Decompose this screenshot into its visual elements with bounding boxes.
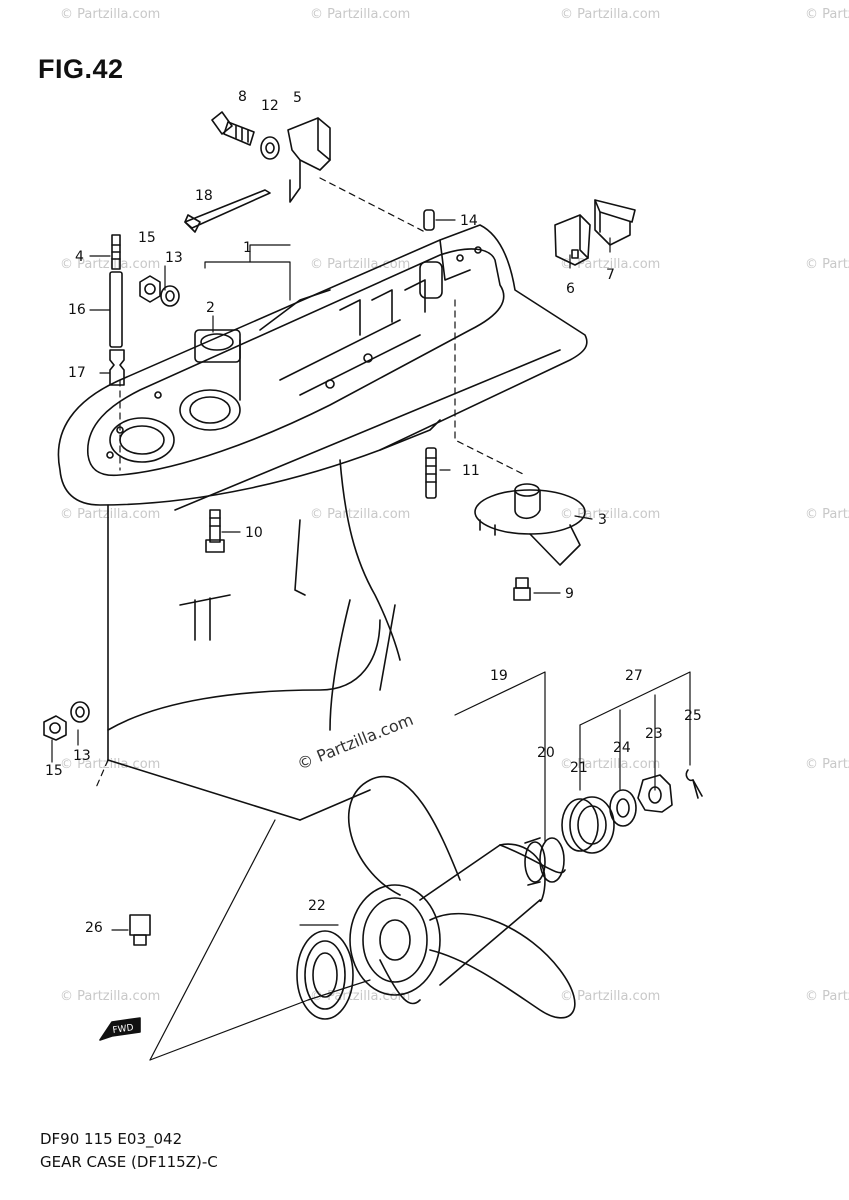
part-22-thrust-washer[interactable] <box>296 930 354 1020</box>
part-8-bolt[interactable] <box>211 111 255 146</box>
part-19-propeller[interactable] <box>347 775 576 1019</box>
callout-label[interactable]: 24 <box>613 740 631 756</box>
callout-label[interactable]: 19 <box>490 668 508 684</box>
part-24-washer[interactable] <box>609 789 637 827</box>
part-18-strip[interactable] <box>184 189 271 233</box>
callout-label[interactable]: 9 <box>565 586 574 602</box>
callout-label[interactable]: 22 <box>308 898 326 914</box>
callout-label[interactable]: 15 <box>45 763 63 779</box>
gear-case-housing <box>57 224 588 821</box>
part-16-water-tube[interactable] <box>109 271 123 348</box>
part-9-bolt[interactable] <box>513 577 531 601</box>
callout-label[interactable]: 4 <box>75 249 84 265</box>
part-13-drain-gasket[interactable] <box>70 701 90 723</box>
watermark-text: © Partzilla.com <box>805 507 849 522</box>
callout-layer: 8 12 5 18 14 15 13 4 1 2 16 17 6 7 11 3 … <box>45 89 702 1036</box>
figure-code: DF90 115 E03_042 <box>40 1130 183 1148</box>
part-4-screw[interactable] <box>111 234 121 270</box>
callout-label[interactable]: 23 <box>645 726 663 742</box>
watermark-center-text: © Partzilla.com <box>294 710 416 774</box>
callout-label[interactable]: 18 <box>195 188 213 204</box>
part-10-bolt[interactable] <box>205 509 225 553</box>
part-26-plug[interactable] <box>129 914 151 946</box>
watermark-text: © Partzilla.com <box>310 7 410 22</box>
leader-lines <box>51 219 691 1061</box>
callout-label[interactable]: 2 <box>206 300 215 316</box>
callout-label[interactable]: 17 <box>68 365 86 381</box>
watermark-text: © Partzilla.com <box>560 507 660 522</box>
watermark-text: © Partzilla.com <box>560 757 660 772</box>
part-5-anode[interactable] <box>287 117 331 203</box>
watermark-text: © Partzilla.com <box>60 989 160 1004</box>
part-7-bracket[interactable] <box>594 199 636 246</box>
watermark-text: © Partzilla.com <box>805 989 849 1004</box>
part-17-fitting[interactable] <box>109 349 125 386</box>
fwd-label: FWD <box>112 1023 134 1036</box>
watermark-text: © Partzilla.com <box>60 507 160 522</box>
callout-label[interactable]: 5 <box>293 90 302 106</box>
watermark-text: © Partzilla.com <box>805 257 849 272</box>
part-15-drain-plug[interactable] <box>43 715 67 741</box>
fwd-arrow-icon <box>99 1017 141 1041</box>
watermark-text: © Partzilla.com <box>560 7 660 22</box>
part-25-cotter-pin[interactable] <box>685 769 703 799</box>
callout-label[interactable]: 16 <box>68 302 86 318</box>
leader-lines-dashed <box>94 177 526 791</box>
callout-label[interactable]: 25 <box>684 708 702 724</box>
callout-label[interactable]: 20 <box>537 745 555 761</box>
part-3-trim-tab[interactable] <box>474 483 586 566</box>
callout-label[interactable]: 1 <box>243 240 252 256</box>
part-23-nut[interactable] <box>637 774 673 813</box>
callout-label[interactable]: 8 <box>238 89 247 105</box>
callout-label[interactable]: 15 <box>138 230 156 246</box>
part-13-gasket[interactable] <box>160 285 180 307</box>
part-11-stud[interactable] <box>425 447 437 499</box>
watermark-text: © Partzilla.com <box>310 257 410 272</box>
watermark-text: © Partzilla.com <box>310 507 410 522</box>
watermark-text: © Partzilla.com <box>560 257 660 272</box>
callout-label[interactable]: 13 <box>73 748 91 764</box>
figure-caption: GEAR CASE (DF115Z)-C <box>40 1153 218 1171</box>
callout-label[interactable]: 7 <box>606 267 615 283</box>
figure-title: FIG.42 <box>38 54 124 84</box>
part-12-washer[interactable] <box>260 136 280 160</box>
part-15-plug[interactable] <box>139 275 161 303</box>
callout-label[interactable]: 12 <box>261 98 279 114</box>
callout-label[interactable]: 13 <box>165 250 183 266</box>
watermark-text: © Partzilla.com <box>805 7 849 22</box>
watermark-text: © Partzilla.com <box>805 757 849 772</box>
callout-label[interactable]: 27 <box>625 668 643 684</box>
callout-label[interactable]: 21 <box>570 760 588 776</box>
watermark-text: © Partzilla.com <box>560 989 660 1004</box>
callout-label[interactable]: 14 <box>460 213 478 229</box>
watermark-layer: © Partzilla.com © Partzilla.com © Partzi… <box>60 7 849 1004</box>
watermark-text: © Partzilla.com <box>60 257 160 272</box>
callout-label[interactable]: 3 <box>598 512 607 528</box>
part-20-bushing[interactable] <box>524 837 565 886</box>
watermark-text: © Partzilla.com <box>60 7 160 22</box>
callout-label[interactable]: 10 <box>245 525 263 541</box>
callout-label[interactable]: 26 <box>85 920 103 936</box>
part-6-anode[interactable] <box>554 214 591 266</box>
part-14-pin[interactable] <box>423 209 435 231</box>
watermark-text: © Partzilla.com <box>310 989 410 1004</box>
callout-label[interactable]: 11 <box>462 463 480 479</box>
part-21-spacer[interactable] <box>561 796 615 854</box>
callout-label[interactable]: 6 <box>566 281 575 297</box>
